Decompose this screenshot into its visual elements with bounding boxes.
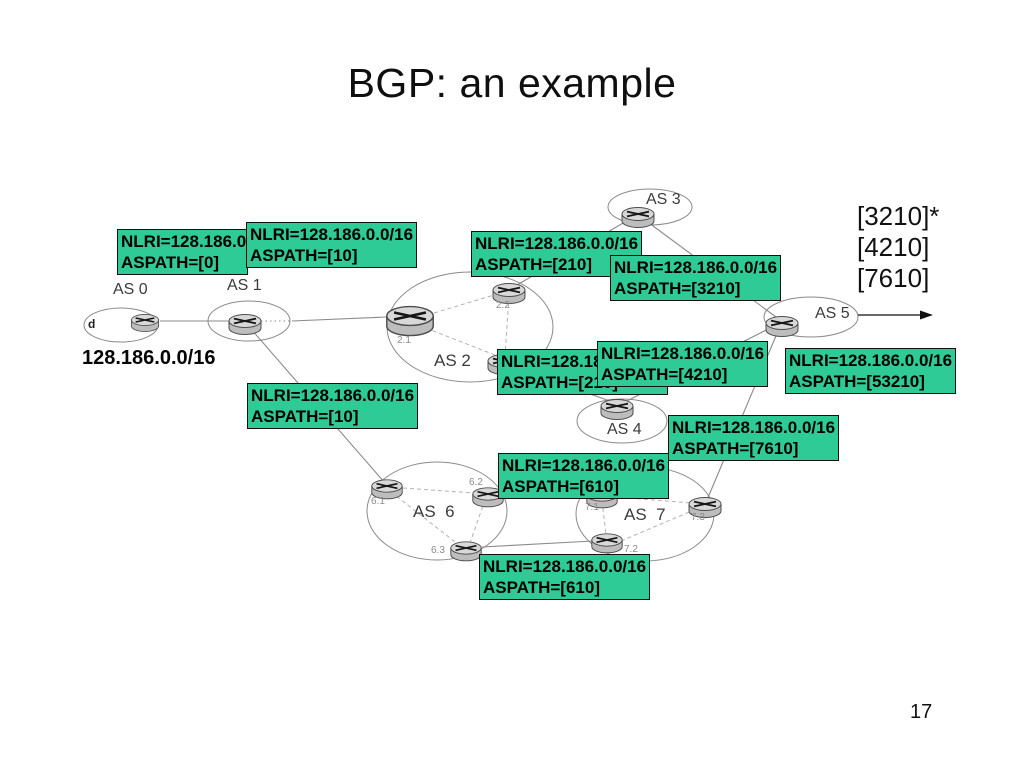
as5-advertise-arrow-icon [858, 310, 933, 320]
aspath-line: ASPATH=[610] [502, 477, 619, 496]
as3-label: AS 3 [646, 191, 681, 208]
as5-rib-list: [3210]* [4210] [7610] [857, 201, 939, 294]
router-7-1-label: 7.1 [585, 502, 599, 513]
aspath-line: ASPATH=[0] [121, 253, 220, 272]
adv-box-as1-to-as2: NLRI=128.186.0.0/16 ASPATH=[10] [246, 222, 418, 268]
nlri-line: NLRI=128.186.0.0/16 [121, 232, 247, 251]
router-as5 [765, 315, 799, 338]
rib-entry-best: [3210]* [857, 201, 940, 231]
adv-box-as3-to-as5: NLRI=128.186.0.0/16 ASPATH=[3210] [610, 255, 782, 301]
nlri-line: NLRI=128.186.0.0/16 [789, 351, 953, 370]
page-number: 17 [910, 701, 933, 723]
nlri-line: NLRI=128.186.0.0/16 [251, 386, 415, 405]
as6-label: AS 6 [413, 502, 455, 521]
router-2-1 [385, 305, 435, 337]
router-2-2-label: 2.2 [496, 300, 510, 311]
nlri-line: NLRI=128.186.0.0/16 [672, 418, 836, 437]
aspath-line: ASPATH=[210] [475, 255, 592, 274]
as4-cloud [576, 398, 668, 444]
as0-label: AS 0 [113, 281, 148, 298]
router-6-3-label: 6.3 [431, 545, 445, 556]
aspath-line: ASPATH=[610] [483, 578, 600, 597]
router-7-2-label: 7.2 [624, 544, 638, 555]
as2-label: AS 2 [434, 351, 471, 370]
adv-box-as6-to-as7-upper: NLRI=128.186.0.0/16 ASPATH=[610] [498, 453, 670, 499]
link-as6-as7-lower [481, 540, 594, 548]
adv-box-as0-to-as1: NLRI=128.186.0.0/16 ASPATH=[0] [117, 229, 248, 275]
router-6-1-label: 6.1 [371, 496, 385, 507]
adv-box-as6-to-as7-lower: NLRI=128.186.0.0/16 ASPATH=[610] [479, 554, 651, 600]
aspath-line: ASPATH=[7610] [672, 439, 799, 458]
aspath-line: ASPATH=[10] [251, 407, 359, 426]
rib-entry-3: [7610] [857, 263, 930, 293]
router-7-3-label: 7.3 [691, 512, 705, 523]
nlri-line: NLRI=128.186.0.0/16 [502, 456, 666, 475]
nlri-line: NLRI=128.186.0.0/16 [483, 557, 647, 576]
adv-box-as5-out: NLRI=128.186.0.0/16 ASPATH=[53210] [785, 348, 957, 394]
router-as4 [600, 398, 634, 421]
aspath-line: ASPATH=[210] [501, 373, 618, 392]
adv-box-as4-to-as5: NLRI=128.186.0.0/16 ASPATH=[4210] [597, 341, 769, 387]
rib-entry-2: [4210] [857, 232, 930, 262]
link-as1-as2 [291, 316, 388, 322]
nlri-line: NLRI=128.186.0.0/16 [475, 234, 639, 253]
aspath-line: ASPATH=[3210] [614, 279, 741, 298]
aspath-line: ASPATH=[10] [250, 246, 358, 265]
adv-box-as7-to-as5: NLRI=128.186.0.0/16 ASPATH=[7610] [668, 415, 840, 461]
adv-box-as1-to-as6: NLRI=128.186.0.0/16 ASPATH=[10] [247, 383, 419, 429]
host-d-label: d [88, 317, 96, 331]
router-as1 [228, 313, 262, 336]
router-6-3 [449, 540, 483, 562]
router-7-2 [590, 532, 624, 554]
router-as0 [130, 313, 160, 333]
adv-box-as2-to-as3: NLRI=128.186.0.0/16 ASPATH=[210] [471, 231, 643, 277]
nlri-line: NLRI=128.186.0.0/16 [601, 344, 765, 363]
as4-label: AS 4 [607, 421, 642, 438]
as7-label: AS 7 [624, 505, 666, 524]
slide-title: BGP: an example [347, 60, 677, 106]
as1-label: AS 1 [227, 277, 262, 294]
as5-label: AS 5 [815, 305, 850, 322]
router-as3 [621, 206, 655, 229]
aspath-line: ASPATH=[53210] [789, 372, 925, 391]
router-2-1-label: 2.1 [397, 335, 411, 346]
aspath-line: ASPATH=[4210] [601, 365, 728, 384]
nlri-line: NLRI=128.186.0.0/16 [614, 258, 778, 277]
nlri-line: NLRI=128.186.0.0/16 [250, 225, 414, 244]
network-prefix-label: 128.186.0.0/16 [82, 347, 216, 369]
router-6-2-label: 6.2 [469, 477, 483, 488]
